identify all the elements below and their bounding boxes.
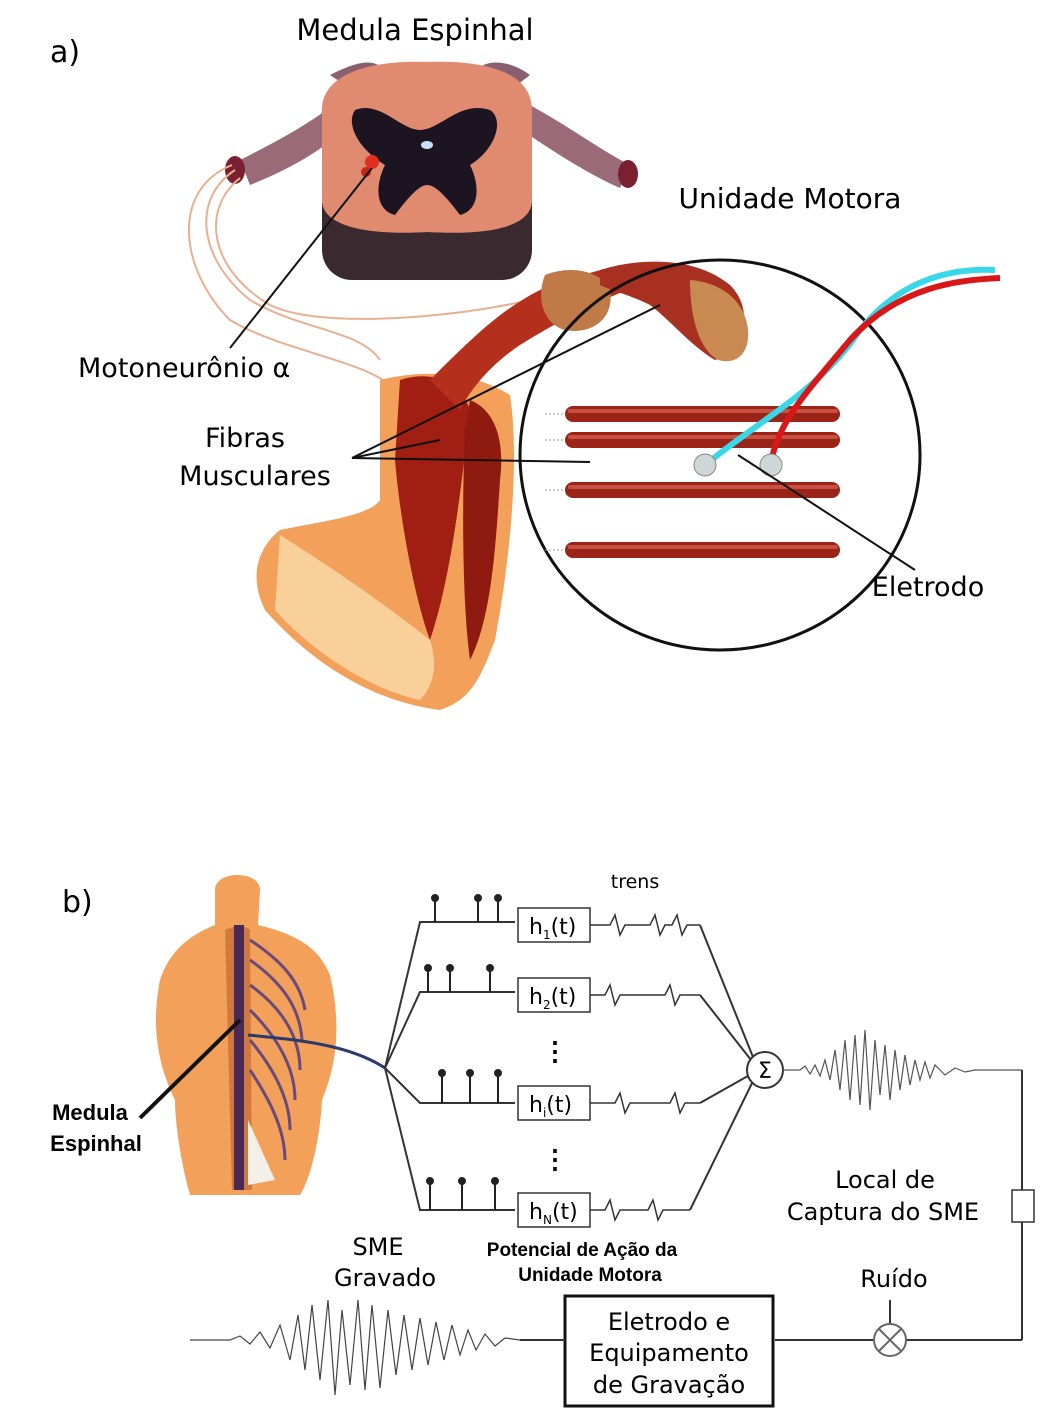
noise-label: Ruído bbox=[860, 1265, 927, 1293]
recorded-emg-signal bbox=[190, 1300, 520, 1395]
filter-hN: hN(t) bbox=[518, 1193, 590, 1227]
filter-h1: h1(t) bbox=[518, 908, 590, 942]
svg-text:h1(t): h1(t) bbox=[529, 915, 576, 942]
spike-trains bbox=[425, 895, 501, 1210]
capture-site-box bbox=[1012, 1190, 1034, 1222]
equipment-line2: Equipamento bbox=[589, 1339, 749, 1367]
muap-waveforms bbox=[590, 915, 700, 1220]
fibers-label-line2: Musculares bbox=[179, 461, 331, 492]
svg-text:hN(t): hN(t) bbox=[529, 1200, 578, 1227]
recorded-label-line1: SME bbox=[352, 1233, 403, 1261]
electrode-wire-cyan bbox=[705, 270, 995, 465]
muscle-fibers bbox=[545, 406, 840, 558]
equipment-line1: Eletrodo e bbox=[608, 1308, 730, 1336]
muap-label-line2: Unidade Motora bbox=[518, 1265, 662, 1286]
torso-illustration bbox=[156, 875, 336, 1195]
sum-emg-signal bbox=[783, 1030, 1022, 1110]
panel-b-letter: b) bbox=[62, 885, 93, 920]
filter-h2: h2(t) bbox=[518, 978, 590, 1012]
panel-a-letter: a) bbox=[50, 35, 80, 70]
ellipsis-1: ⋮ bbox=[542, 1036, 568, 1066]
electrode-contact-2 bbox=[760, 454, 782, 476]
ellipsis-2: ⋮ bbox=[542, 1144, 568, 1174]
muap-label-line1: Potencial de Ação da bbox=[487, 1240, 678, 1261]
spinal-cord-illustration bbox=[225, 62, 638, 280]
equipment-line3: de Gravação bbox=[593, 1371, 745, 1399]
b-spinal-cord-line1: Medula bbox=[52, 1100, 129, 1125]
trains-label: trens bbox=[611, 871, 659, 893]
sum-symbol: Σ bbox=[758, 1059, 772, 1084]
electrode-label: Eletrodo bbox=[872, 572, 984, 603]
svg-text:hi(t): hi(t) bbox=[529, 1093, 572, 1120]
filter-hi: hi(t) bbox=[518, 1086, 590, 1120]
svg-text:h2(t): h2(t) bbox=[529, 985, 576, 1012]
recorded-label-line2: Gravado bbox=[334, 1264, 436, 1292]
b-spinal-cord-line2: Espinhal bbox=[50, 1131, 142, 1156]
capture-label-line2: Captura do SME bbox=[787, 1198, 979, 1226]
fibers-label-line1: Fibras bbox=[205, 423, 285, 454]
motoneuron-label: Motoneurônio α bbox=[78, 353, 290, 384]
electrode-contact-1 bbox=[694, 454, 716, 476]
capture-label-line1: Local de bbox=[835, 1166, 935, 1194]
motor-unit-label: Unidade Motora bbox=[679, 182, 902, 215]
sum-input-lines bbox=[690, 925, 755, 1210]
spinal-cord-title: Medula Espinhal bbox=[296, 13, 533, 47]
